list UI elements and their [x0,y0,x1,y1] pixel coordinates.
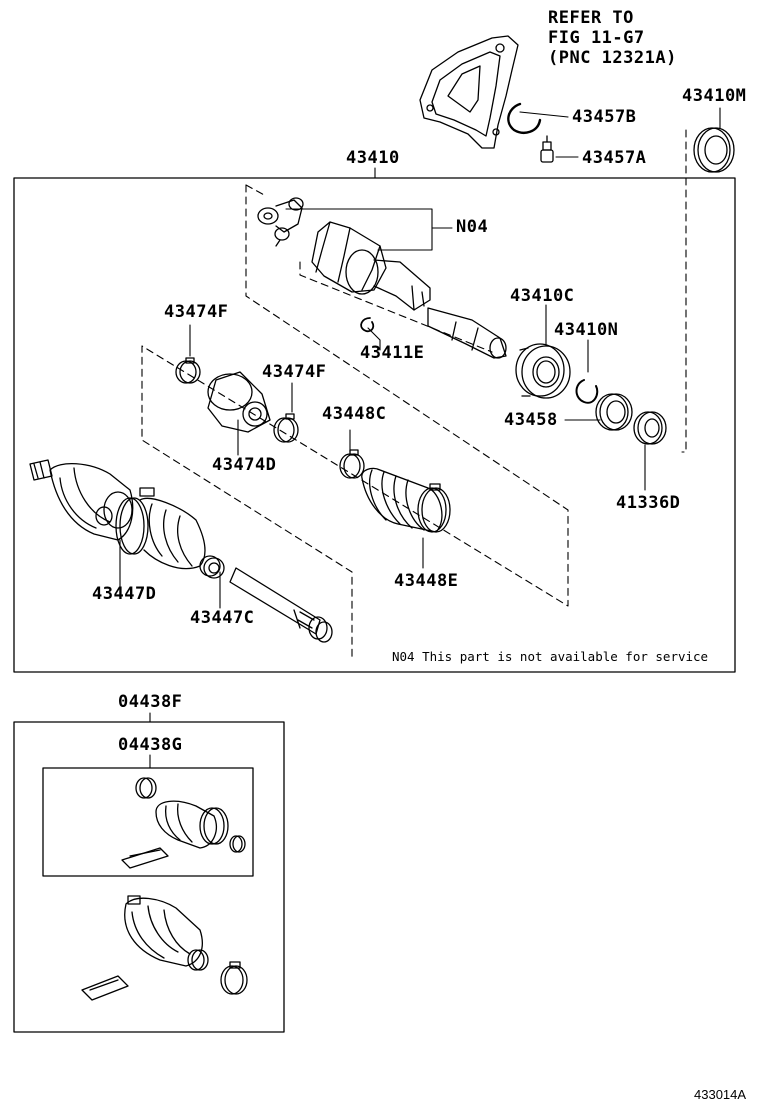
clamp-43448C [339,449,365,479]
bolt-43457A [540,135,554,163]
tripod-joint [257,197,304,247]
part-label-43457B[interactable]: 43457B [572,107,637,127]
damper-43474D [207,371,271,433]
part-label-43447C[interactable]: 43447C [190,608,255,628]
refer-note-line2: FIG 11-G7 [548,28,645,48]
seal-41336D [633,411,667,445]
clamp-43474F-left [175,357,201,384]
snap-ring-43457B [507,102,542,134]
part-label-43458[interactable]: 43458 [504,410,558,430]
figure-number: 433014A [694,1087,747,1102]
refer-note-line3: (PNC 12321A) [548,48,677,68]
clamp-43447C [199,555,225,579]
part-label-43474F-left[interactable]: 43474F [164,302,229,322]
clamp-43474F-right [273,413,299,443]
refer-note-line1: REFER TO [548,8,634,28]
snap-ring-43410N [575,379,599,404]
kit-small-boot [121,777,246,869]
part-label-43447D[interactable]: 43447D [92,584,157,604]
boot-kit-frame [13,721,285,1033]
ring-43458 [595,393,633,431]
service-note: N04 This part is not available for servi… [392,649,709,664]
bearing-43410C [515,343,571,399]
part-label-04438F[interactable]: 04438F [118,692,183,712]
outboard-joint [29,459,134,541]
kit-large-boot [81,895,248,1001]
leader-lines [119,107,721,769]
oil-seal-43410M [693,127,735,173]
part-label-43411E[interactable]: 43411E [360,343,425,363]
part-label-43410[interactable]: 43410 [346,148,400,168]
part-label-43448C[interactable]: 43448C [322,404,387,424]
part-label-43474F-right[interactable]: 43474F [262,362,327,382]
part-label-43410N[interactable]: 43410N [554,320,619,340]
outboard-boot-43447D [115,487,206,570]
part-label-41336D[interactable]: 41336D [616,493,681,513]
part-label-43410M[interactable]: 43410M [682,86,747,106]
part-label-43457A[interactable]: 43457A [582,148,647,168]
intermediate-shaft [427,307,507,359]
inboard-boot-43448E [361,467,451,533]
part-label-43410C[interactable]: 43410C [510,286,575,306]
clip-43411E [360,317,375,333]
part-label-43448E[interactable]: 43448E [394,571,459,591]
part-label-43474D[interactable]: 43474D [212,455,277,475]
part-label-04438G[interactable]: 04438G [118,735,183,755]
inboard-joint-housing [311,221,431,311]
drive-shaft [229,567,333,643]
inner-boot-kit-frame [42,767,254,877]
part-label-N04[interactable]: N04 [456,217,489,237]
transaxle-housing [419,35,519,149]
